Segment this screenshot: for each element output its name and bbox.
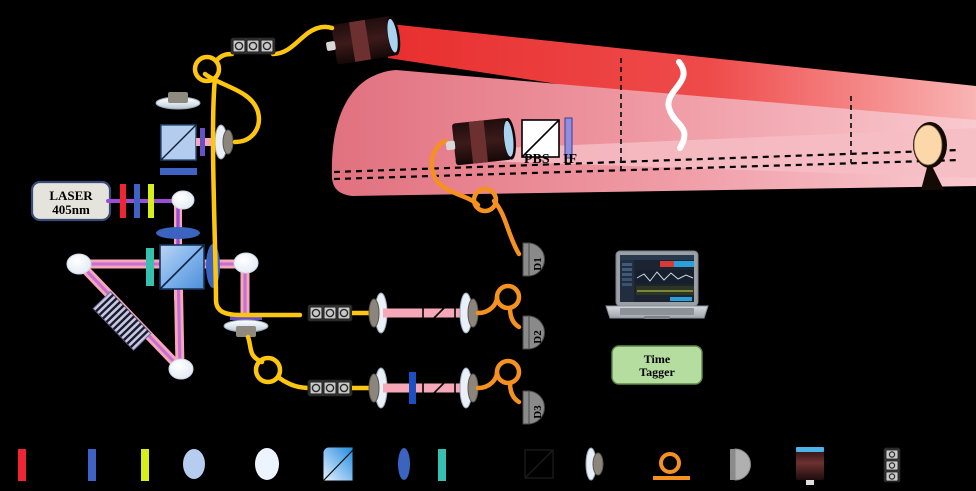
legend-row	[18, 446, 901, 485]
pbs-analyzer-cube	[521, 119, 560, 158]
polarization-controller-row3	[307, 379, 353, 397]
segment-separators	[620, 58, 852, 174]
fiber-coupler-upper	[214, 124, 234, 160]
fiber-upper-b	[213, 51, 235, 64]
fiber-out-b	[275, 374, 313, 391]
fiber-upper-c	[270, 24, 335, 57]
pbs-row2	[422, 296, 456, 330]
fiber-to-d1-tail	[491, 198, 522, 257]
dichroic-mirror-top	[155, 92, 201, 110]
time-tagger-label-line2: Tagger	[639, 365, 675, 379]
legend-aspheric-lens-icon[interactable]	[255, 448, 279, 480]
legend-waveplate-icon[interactable]	[438, 449, 446, 481]
time-tagger-label-line1: Time	[644, 352, 671, 366]
filter-blue	[134, 184, 140, 218]
detector-d2[interactable]: D2	[522, 315, 545, 350]
legend-pbs-icon[interactable]	[524, 449, 554, 479]
detector-d3-label: D3	[532, 405, 544, 419]
detector-d1[interactable]: D1	[522, 242, 545, 277]
pbs-label: PBS	[524, 152, 550, 167]
legend-fiber-loop-icon[interactable]	[653, 452, 690, 480]
interference-filter	[564, 117, 573, 159]
laser-source[interactable]: LASER 405nm	[30, 180, 112, 222]
detector-d1-label: D1	[532, 257, 544, 270]
sagnac-mirror-left	[66, 253, 92, 275]
half-wave-plate-teal	[146, 248, 154, 286]
fiber-loop-upper	[192, 54, 222, 84]
polarization-controller-upper	[230, 37, 276, 55]
filter-yellow	[148, 184, 154, 218]
fiber-to-row2	[210, 75, 303, 318]
fiber-loop-lower	[253, 355, 283, 385]
detector-d2-label: D2	[532, 330, 544, 344]
legend-telescope-icon[interactable]	[796, 447, 824, 485]
fiber-to-d1	[429, 138, 481, 208]
legend-detector-icon[interactable]	[730, 448, 751, 481]
legend-filter-red-icon[interactable]	[18, 449, 26, 481]
waveplate-upper	[200, 128, 205, 156]
legend-filter-yellow-icon[interactable]	[141, 449, 149, 481]
time-tagger[interactable]: Time Tagger	[611, 345, 703, 385]
downlink-beam	[331, 70, 976, 196]
polarization-controller-row2	[307, 304, 353, 322]
filter-red	[120, 184, 126, 218]
beam-splitter-cube-upper	[160, 124, 197, 161]
transmit-telescope	[326, 15, 401, 65]
sagnac-mirror-bottom	[168, 358, 194, 380]
if-label: IF	[563, 152, 577, 167]
focusing-lens	[156, 227, 200, 239]
target-disc	[913, 122, 947, 190]
ppktp-crystal	[92, 291, 152, 351]
sagnac-mirror-right	[233, 252, 259, 274]
analyzer-row-2	[307, 283, 522, 334]
legend-spherical-lens-icon[interactable]	[183, 449, 205, 479]
detector-d3[interactable]: D3	[522, 390, 545, 425]
turbulence-squiggle-icon	[665, 59, 688, 151]
legend-filter-blue-icon[interactable]	[88, 449, 96, 481]
legend-polarization-controller-icon[interactable]	[883, 447, 901, 483]
legend-fiber-coupler-icon[interactable]	[585, 447, 604, 481]
analyzer-row-3	[307, 358, 522, 409]
sagnac-pbs-cube	[159, 244, 205, 290]
fiber-coupler-output	[223, 319, 269, 337]
legend-cylindrical-lens-icon[interactable]	[398, 448, 410, 480]
blue-filter-plate	[160, 168, 197, 175]
fiber-upper-a	[202, 71, 262, 145]
laptop[interactable]	[605, 250, 709, 319]
steering-mirror-1	[171, 190, 195, 210]
half-wave-plate-row3	[409, 372, 416, 404]
legend-beam-splitter-cube-icon[interactable]	[322, 446, 354, 482]
laser-label-line2: 405nm	[52, 202, 90, 217]
optical-axis-guides	[333, 148, 961, 181]
laser-label-line1: LASER	[49, 188, 93, 203]
pbs-row3	[422, 371, 456, 405]
receive-telescope	[445, 117, 517, 166]
